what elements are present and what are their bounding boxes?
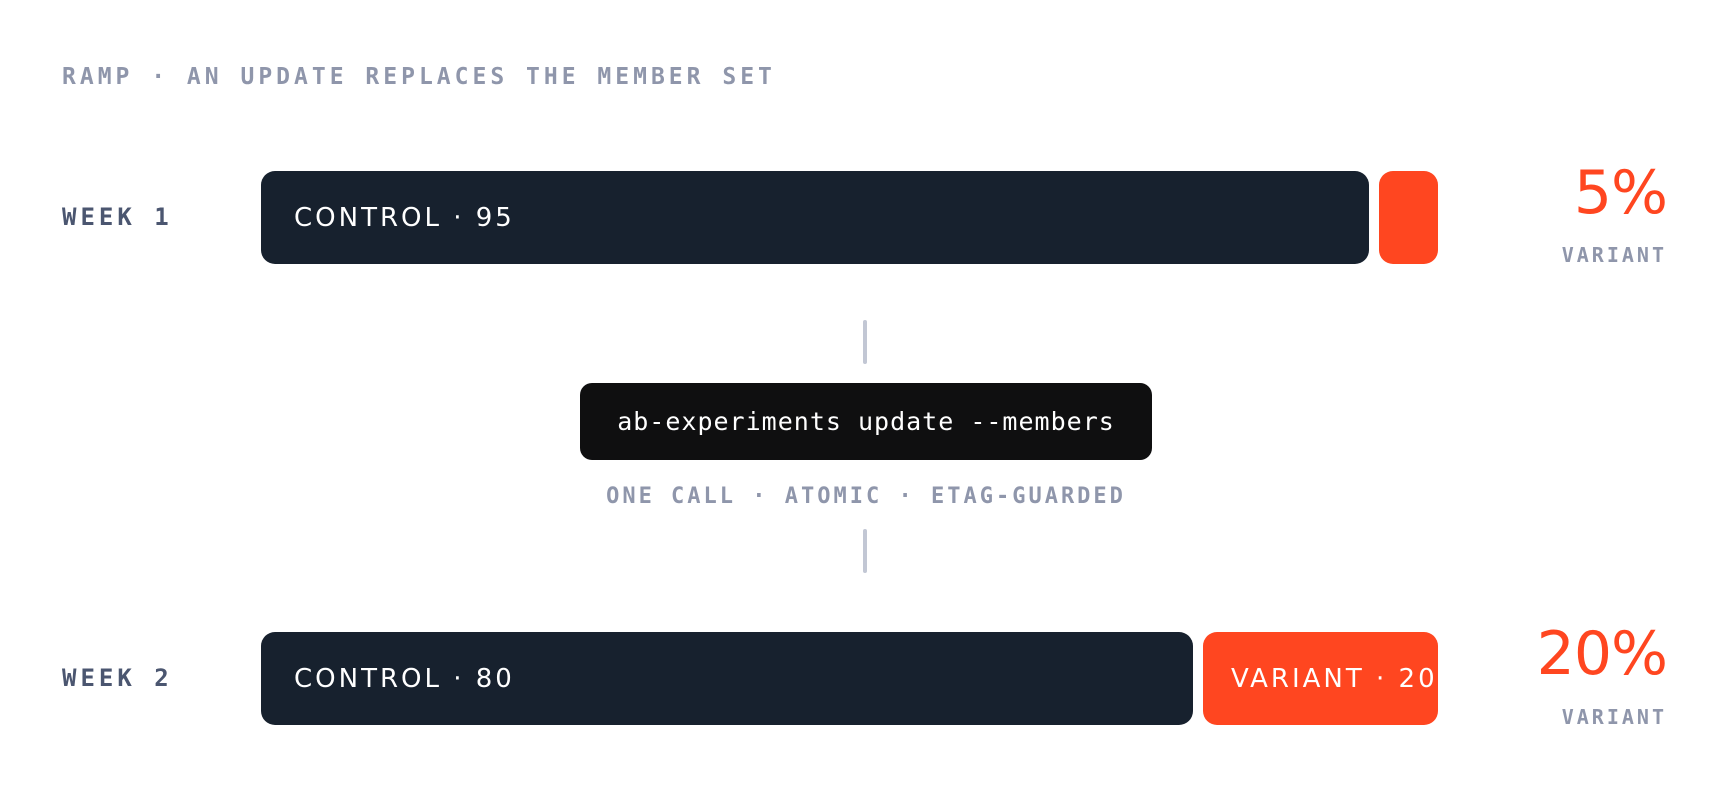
week-2-variant-label: VARIANT · 20 xyxy=(1231,663,1438,694)
week-1-variant-bar xyxy=(1379,171,1438,264)
week-2-variant-bar: VARIANT · 20 xyxy=(1203,632,1438,725)
command-text: ab-experiments update --members xyxy=(617,407,1115,436)
week-2-variant-percent: 20% xyxy=(1536,619,1668,689)
week-2-control-label: CONTROL · 80 xyxy=(294,663,515,694)
week-1-control-label: CONTROL · 95 xyxy=(294,202,515,233)
week-1-label: WEEK 1 xyxy=(62,203,173,231)
connector-bottom xyxy=(863,529,867,573)
week-2-control-bar: CONTROL · 80 xyxy=(261,632,1193,725)
diagram-heading: RAMP · AN UPDATE REPLACES THE MEMBER SET xyxy=(62,64,776,90)
week-2-label: WEEK 2 xyxy=(62,664,173,692)
command-box: ab-experiments update --members xyxy=(580,383,1152,460)
week-1-control-bar: CONTROL · 95 xyxy=(261,171,1369,264)
connector-top xyxy=(863,320,867,364)
week-1-variant-percent: 5% xyxy=(1573,158,1668,228)
week-1-variant-percent-label: VARIANT xyxy=(1561,243,1667,267)
week-2-variant-percent-label: VARIANT xyxy=(1561,705,1667,729)
command-caption: ONE CALL · ATOMIC · ETAG-GUARDED xyxy=(606,484,1126,509)
